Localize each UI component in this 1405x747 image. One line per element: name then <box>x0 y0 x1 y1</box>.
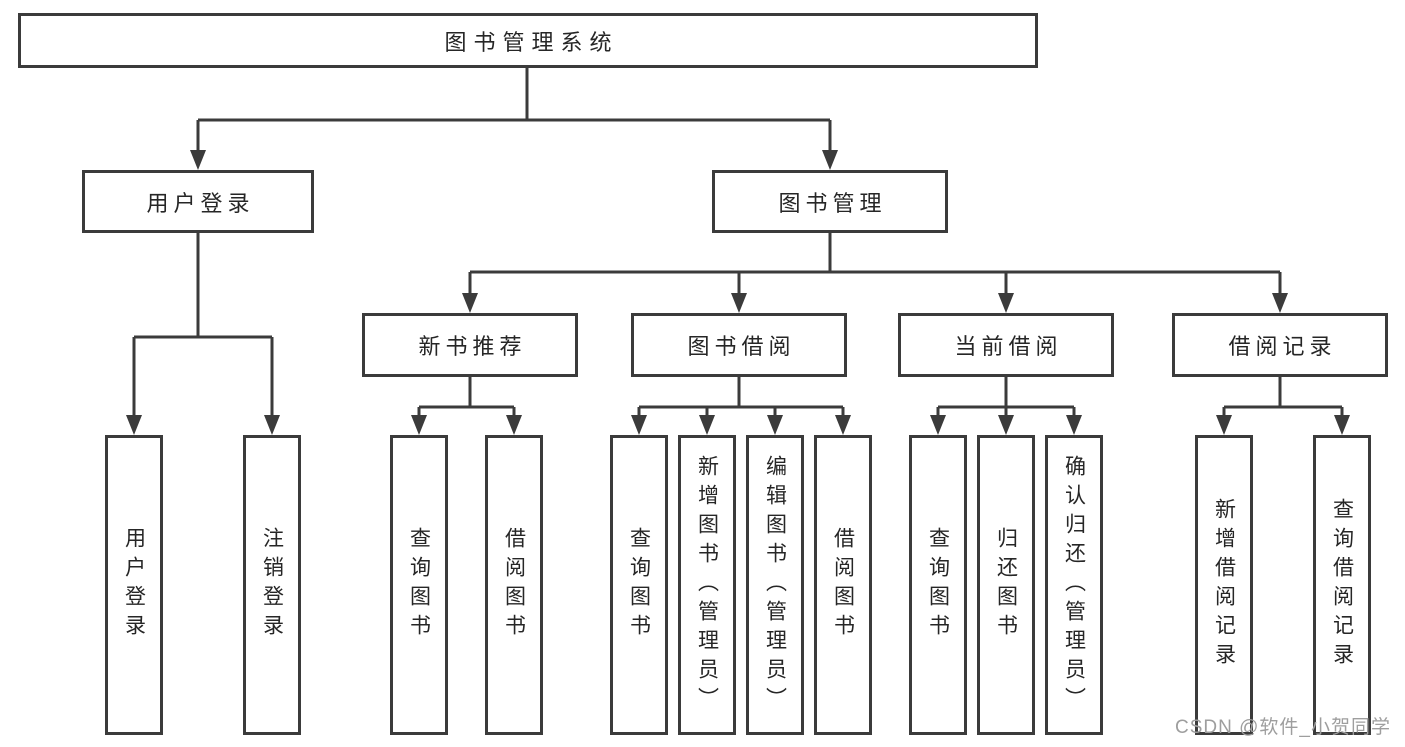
leaf-bb-borrow-books-label: 借阅图书 <box>831 527 855 643</box>
leaf-nb-query-books: 查询图书 <box>390 435 448 735</box>
node-book-management-label: 图书管理 <box>778 190 887 216</box>
leaf-bb-add-books-admin-label: 新增图书（管理员） <box>695 454 719 716</box>
leaf-nb-borrow-books-label: 借阅图书 <box>502 527 526 643</box>
leaf-nb-borrow-books: 借阅图书 <box>485 435 543 735</box>
node-book-borrowing: 图书借阅 <box>631 313 847 377</box>
watermark: CSDN @软件_小贺同学 <box>1175 717 1391 738</box>
leaf-bb-add-books-admin: 新增图书（管理员） <box>678 435 736 735</box>
node-root: 图书管理系统 <box>18 13 1038 68</box>
leaf-cb-return-books-label: 归还图书 <box>994 527 1018 643</box>
leaf-cb-return-books: 归还图书 <box>977 435 1035 735</box>
node-book-borrowing-label: 图书借阅 <box>687 334 796 359</box>
leaf-cb-query-books-label: 查询图书 <box>926 527 950 643</box>
leaf-cb-confirm-return-admin: 确认归还（管理员） <box>1045 435 1103 735</box>
leaf-br-add-record: 新增借阅记录 <box>1195 435 1253 735</box>
node-current-borrowing-label: 当前借阅 <box>954 334 1063 359</box>
leaf-cb-query-books: 查询图书 <box>909 435 967 735</box>
leaf-user-login-label: 用户登录 <box>122 527 146 643</box>
leaf-bb-query-books-label: 查询图书 <box>627 527 651 643</box>
node-current-borrowing: 当前借阅 <box>898 313 1114 377</box>
node-book-management: 图书管理 <box>712 170 948 233</box>
leaf-bb-edit-books-admin-label: 编辑图书（管理员） <box>763 454 787 716</box>
leaf-nb-query-books-label: 查询图书 <box>407 527 431 643</box>
leaf-cb-confirm-return-admin-label: 确认归还（管理员） <box>1062 454 1086 716</box>
node-borrow-records-label: 借阅记录 <box>1228 334 1337 359</box>
arrow-down-icons <box>126 150 1350 435</box>
leaf-user-login: 用户登录 <box>105 435 163 735</box>
node-user-login: 用户登录 <box>82 170 314 233</box>
leaf-br-query-record: 查询借阅记录 <box>1313 435 1371 735</box>
leaf-br-add-record-label: 新增借阅记录 <box>1212 498 1236 672</box>
leaf-logout-label: 注销登录 <box>260 527 284 643</box>
node-borrow-records: 借阅记录 <box>1172 313 1388 377</box>
leaf-logout: 注销登录 <box>243 435 301 735</box>
leaf-bb-edit-books-admin: 编辑图书（管理员） <box>746 435 804 735</box>
node-new-book-recommend-label: 新书推荐 <box>418 334 527 359</box>
leaf-bb-query-books: 查询图书 <box>610 435 668 735</box>
leaf-bb-borrow-books: 借阅图书 <box>814 435 872 735</box>
node-new-book-recommend: 新书推荐 <box>362 313 578 377</box>
node-root-label: 图书管理系统 <box>444 29 619 55</box>
leaf-br-query-record-label: 查询借阅记录 <box>1330 498 1354 672</box>
node-user-login-label: 用户登录 <box>146 190 255 216</box>
